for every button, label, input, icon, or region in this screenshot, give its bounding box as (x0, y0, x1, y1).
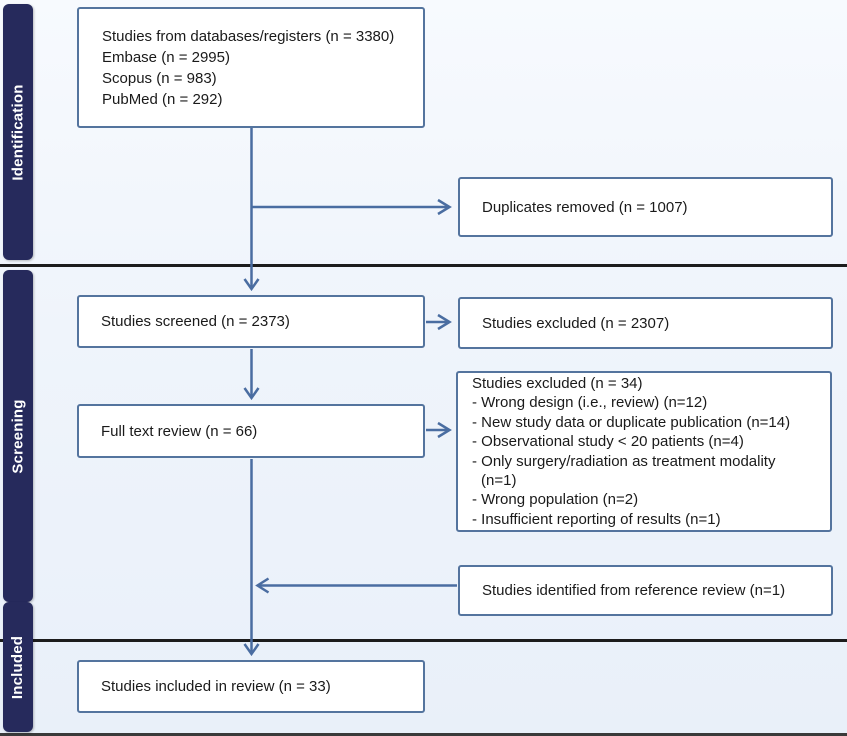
stage-label-identification-text: Identification (9, 83, 27, 181)
stage-label-screening: Screening (3, 270, 33, 602)
arrow-reference-to-flow (255, 577, 457, 594)
studies-included-text: Studies included in review (n = 33) (101, 678, 331, 695)
stage-label-screening-text: Screening (9, 398, 27, 474)
arrow-full-text-to-included (243, 459, 260, 657)
stage-label-identification: Identification (3, 4, 33, 260)
box-studies-excluded-full-text: Studies excluded (n = 34) - Wrong design… (456, 371, 832, 532)
reference-review-text: Studies identified from reference review… (482, 582, 786, 599)
arrow-full-text-to-excluded (426, 421, 452, 439)
excluded-line-header: Studies excluded (n = 34) (472, 374, 643, 392)
stage-label-included-text: Included (9, 635, 27, 699)
studies-excluded-screening-text: Studies excluded (n = 2307) (482, 314, 670, 332)
sources-line-total: Studies from databases/registers (n = 33… (102, 27, 395, 45)
box-studies-included: Studies included in review (n = 33) (77, 660, 425, 713)
stage-label-included: Included (3, 602, 33, 732)
arrow-screened-to-full-text (243, 349, 260, 401)
studies-screened-text: Studies screened (n = 2373) (101, 313, 290, 330)
box-duplicates-removed: Duplicates removed (n = 1007) (458, 177, 833, 237)
sources-line-pubmed: PubMed (n = 292) (102, 90, 223, 108)
full-text-review-text: Full text review (n = 66) (101, 422, 258, 440)
box-studies-screened: Studies screened (n = 2373) (77, 295, 425, 348)
excluded-line-wrong-population: - Wrong population (n=2) (472, 491, 639, 509)
box-studies-excluded-screening: Studies excluded (n = 2307) (458, 297, 833, 349)
sources-line-scopus: Scopus (n = 983) (102, 69, 217, 87)
arrow-screened-to-excluded (426, 313, 452, 331)
excluded-line-surgery-radiation-count: (n=1) (481, 471, 517, 489)
duplicates-removed-text: Duplicates removed (n = 1007) (482, 198, 688, 216)
box-studies-from-databases: Studies from databases/registers (n = 33… (77, 7, 425, 128)
excluded-line-surgery-radiation: - Only surgery/radiation as treatment mo… (472, 452, 776, 470)
sources-line-embase: Embase (n = 2995) (102, 48, 230, 66)
box-full-text-review: Full text review (n = 66) (77, 404, 425, 458)
excluded-line-insufficient-reporting: - Insufficient reporting of results (n=1… (472, 510, 721, 528)
arrow-branch-to-duplicates (251, 198, 452, 216)
section-divider-screening-included (0, 639, 847, 642)
figure-bottom-border (0, 733, 847, 736)
excluded-line-wrong-design: - Wrong design (i.e., review) (n=12) (472, 394, 708, 412)
excluded-line-observational: - Observational study < 20 patients (n=4… (472, 433, 744, 451)
section-divider-identification-screening (0, 264, 847, 267)
excluded-line-new-data: - New study data or duplicate publicatio… (472, 413, 791, 431)
box-reference-review: Studies identified from reference review… (458, 565, 833, 616)
